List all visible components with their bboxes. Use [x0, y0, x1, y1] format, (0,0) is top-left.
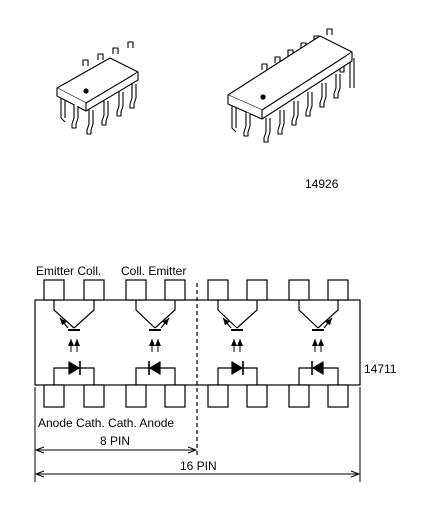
pin-label-emitter-coll: Emitter Coll. [36, 264, 101, 278]
led-diode-icon [53, 360, 95, 385]
dimension-8-pin-label: 8 PIN [100, 434, 130, 448]
light-arrows-icon [231, 339, 243, 352]
channel-2 [135, 300, 176, 385]
light-arrows-icon [312, 339, 324, 352]
led-diode-icon [135, 360, 176, 385]
phototransistor-icon [217, 300, 258, 331]
dimension-16-pin-label: 16 PIN [180, 459, 217, 473]
led-diode-icon [217, 360, 258, 385]
pinout-figure-code: 14711 [364, 362, 397, 376]
light-arrows-icon [68, 339, 80, 352]
bottom-pins [43, 384, 349, 408]
led-diode-icon [298, 360, 339, 385]
channel-1 [53, 300, 95, 385]
dip-8-package-icon [56, 41, 139, 135]
channel-3 [217, 300, 258, 385]
light-arrows-icon [149, 339, 161, 352]
channel-4 [298, 300, 339, 385]
top-pins [43, 279, 349, 301]
pin-label-anode-cathode: Anode Cath. Cath. Anode [38, 416, 174, 430]
pinout-schematic [34, 279, 361, 482]
phototransistor-icon [298, 300, 339, 331]
package-figure-code: 14926 [305, 177, 339, 191]
dip-16-package-icon [227, 28, 355, 143]
phototransistor-icon [135, 300, 176, 331]
pin-label-coll-emitter: Coll. Emitter [121, 264, 186, 278]
phototransistor-icon [53, 300, 95, 331]
